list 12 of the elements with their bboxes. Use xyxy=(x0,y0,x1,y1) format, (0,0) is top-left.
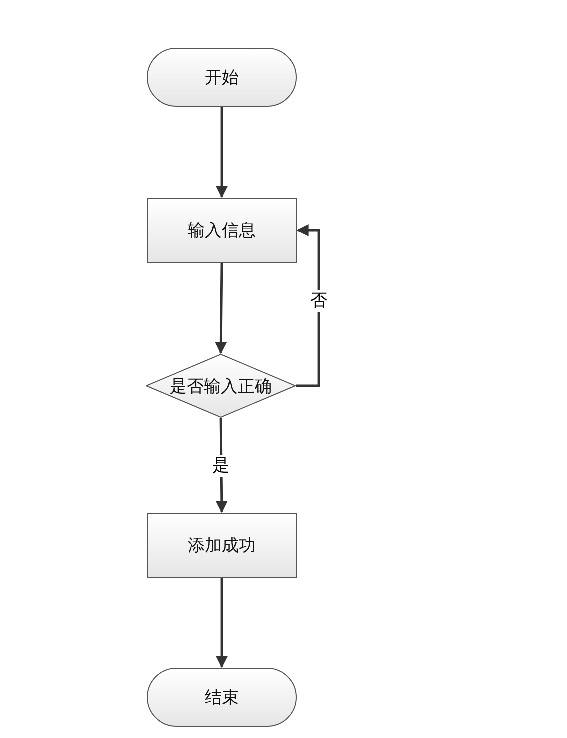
process-box: 添加成功 xyxy=(147,513,297,578)
arrow xyxy=(296,224,320,388)
edge-label: 是 xyxy=(210,454,232,476)
arrow xyxy=(216,107,228,198)
arrow xyxy=(215,262,228,354)
edge-label: 否 xyxy=(308,290,330,312)
decision-diamond: 是否输入正确 xyxy=(146,354,296,418)
terminal-box: 开始 xyxy=(147,48,297,107)
arrow xyxy=(216,578,228,668)
process-box: 输入信息 xyxy=(147,198,297,263)
terminal-box: 结束 xyxy=(147,668,297,727)
arrow xyxy=(216,418,228,514)
